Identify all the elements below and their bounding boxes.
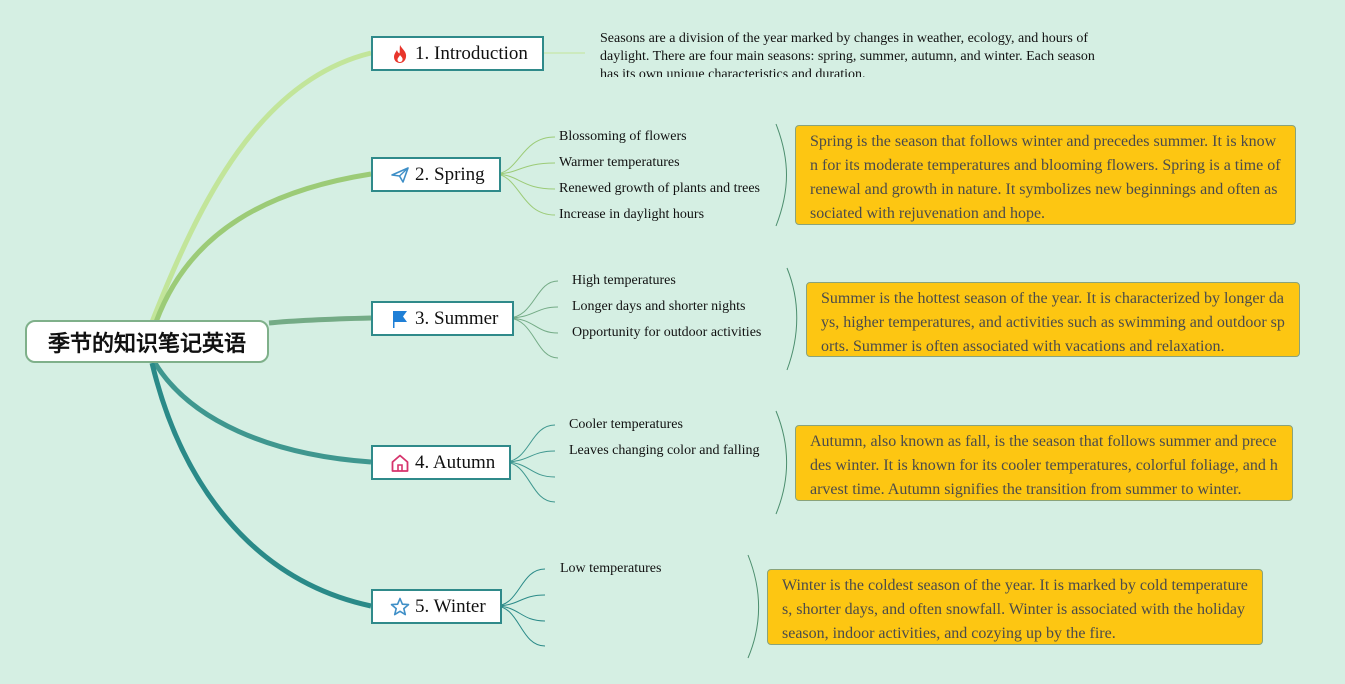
- summer-point[interactable]: Longer days and shorter nights: [572, 299, 746, 314]
- topic-winter[interactable]: 5. Winter: [371, 589, 502, 624]
- branch-line-summer: [268, 315, 372, 326]
- winter-brace: [747, 554, 759, 659]
- topic-spring[interactable]: 2. Spring: [371, 157, 501, 192]
- spring-brace: [775, 123, 787, 227]
- summer-point[interactable]: Opportunity for outdoor activities: [572, 325, 762, 340]
- paper-plane-icon: [389, 164, 411, 186]
- star-icon: [389, 596, 411, 618]
- topic-autumn[interactable]: 4. Autumn: [371, 445, 512, 480]
- branch-line-winter: [149, 362, 372, 609]
- autumn-point[interactable]: Leaves changing color and falling: [569, 443, 760, 458]
- autumn-note[interactable]: Autumn, also known as fall, is the seaso…: [795, 425, 1293, 501]
- spring-point[interactable]: Increase in daylight hours: [559, 207, 705, 222]
- topic-introduction[interactable]: 1. Introduction: [371, 36, 544, 71]
- branch-line-autumn: [152, 361, 372, 465]
- spring-point[interactable]: Warmer temperatures: [559, 155, 680, 170]
- summer-brace: [786, 267, 798, 371]
- topic-spring-label: 2. Spring: [415, 163, 485, 185]
- spring-point[interactable]: Blossoming of flowers: [559, 129, 687, 144]
- spring-note[interactable]: Spring is the season that follows winter…: [795, 125, 1296, 225]
- root-topic[interactable]: 季节的知识笔记英语: [25, 320, 269, 363]
- summer-point[interactable]: High temperatures: [572, 273, 676, 288]
- summer-note[interactable]: Summer is the hottest season of the year…: [806, 282, 1300, 357]
- topic-summer-label: 3. Summer: [415, 307, 499, 329]
- winter-sub-lines: [494, 568, 546, 647]
- house-icon: [389, 452, 411, 474]
- topic-summer[interactable]: 3. Summer: [371, 301, 515, 336]
- branch-line-spring: [153, 171, 372, 323]
- autumn-point[interactable]: Cooler temperatures: [569, 417, 683, 432]
- spring-sub-lines: [493, 136, 556, 216]
- topic-autumn-label: 4. Autumn: [415, 451, 496, 473]
- autumn-sub-lines: [503, 424, 556, 503]
- summer-sub-lines: [506, 280, 559, 359]
- autumn-brace: [775, 410, 787, 515]
- flag-icon: [389, 308, 411, 330]
- root-topic-label: 季节的知识笔记英语: [47, 331, 246, 357]
- winter-note[interactable]: Winter is the coldest season of the year…: [767, 569, 1263, 645]
- topic-winter-label: 5. Winter: [415, 595, 486, 617]
- topic-introduction-label: 1. Introduction: [415, 42, 528, 64]
- intro-description: Seasons are a division of the year marke…: [600, 31, 1095, 77]
- spring-point[interactable]: Renewed growth of plants and trees: [559, 181, 760, 196]
- fire-icon: [389, 43, 411, 65]
- branch-line-introduction: [149, 50, 372, 323]
- winter-point[interactable]: Low temperatures: [560, 561, 662, 576]
